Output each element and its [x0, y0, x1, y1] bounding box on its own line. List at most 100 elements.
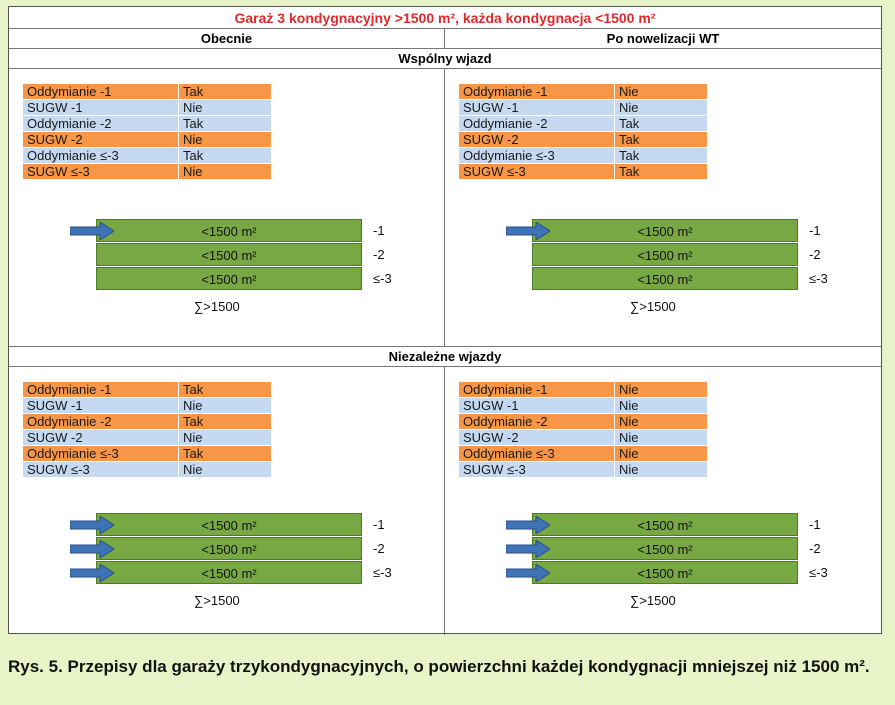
- rule-label: Oddymianie ≤-3: [458, 147, 615, 164]
- figure-caption: Rys. 5. Przepisy dla garaży trzykondygna…: [8, 657, 870, 676]
- floor-block: <1500 m²: [532, 243, 798, 266]
- rule-value: Nie: [614, 381, 708, 398]
- rule-label: SUGW -2: [22, 429, 179, 446]
- rule-value: Nie: [178, 163, 272, 180]
- rule-value: Nie: [614, 99, 708, 116]
- figure-frame: Garaż 3 kondygnacyjny >1500 m², każda ko…: [8, 6, 882, 635]
- rule-label: SUGW ≤-3: [22, 163, 179, 180]
- rule-value: Tak: [614, 131, 708, 148]
- rule-value: Tak: [178, 147, 272, 164]
- entry-arrow-icon: [506, 564, 550, 582]
- entry-arrow-icon: [70, 516, 114, 534]
- rule-label: Oddymianie ≤-3: [22, 445, 179, 462]
- total-area-label: ∑>1500: [194, 299, 240, 314]
- rule-label: Oddymianie -1: [22, 83, 179, 100]
- rule-label: SUGW -2: [22, 131, 179, 148]
- column-headers: Obecnie Po nowelizacji WT: [9, 29, 881, 49]
- rule-label: SUGW -1: [458, 397, 615, 414]
- floor-block: <1500 m²: [532, 513, 798, 536]
- rule-label: SUGW ≤-3: [458, 461, 615, 478]
- entry-arrow-icon: [506, 516, 550, 534]
- section-heading-independent-entries: Niezależne wjazdy: [9, 347, 881, 367]
- rule-label: SUGW -1: [22, 99, 179, 116]
- floor-block: <1500 m²: [96, 219, 362, 242]
- rule-value: Nie: [178, 429, 272, 446]
- floor-level-label: -1: [373, 223, 385, 238]
- floor-level-label: -1: [809, 223, 821, 238]
- rule-label: SUGW -1: [458, 99, 615, 116]
- floor-block: <1500 m²: [96, 537, 362, 560]
- rule-value: Nie: [178, 99, 272, 116]
- rule-label: Oddymianie -1: [22, 381, 179, 398]
- rule-label: Oddymianie -1: [458, 381, 615, 398]
- entry-arrow-icon: [70, 540, 114, 558]
- rule-value: Tak: [178, 381, 272, 398]
- floor-block: <1500 m²: [96, 267, 362, 290]
- rule-value: Tak: [614, 163, 708, 180]
- total-area-label: ∑>1500: [630, 593, 676, 608]
- floor-block: <1500 m²: [96, 243, 362, 266]
- column-header-current: Obecnie: [9, 29, 445, 48]
- rule-label: Oddymianie -1: [458, 83, 615, 100]
- floor-level-label: ≤-3: [809, 271, 828, 286]
- rule-label: SUGW -2: [458, 429, 615, 446]
- rule-value: Tak: [178, 413, 272, 430]
- rule-value: Tak: [178, 445, 272, 462]
- entry-arrow-icon: [506, 540, 550, 558]
- floor-level-label: ≤-3: [373, 565, 392, 580]
- rule-label: SUGW ≤-3: [458, 163, 615, 180]
- rule-value: Tak: [178, 115, 272, 132]
- rule-label: Oddymianie ≤-3: [22, 147, 179, 164]
- floor-level-label: -2: [373, 541, 385, 556]
- floor-block: <1500 m²: [532, 537, 798, 560]
- rule-label: SUGW -2: [458, 131, 615, 148]
- floor-block: <1500 m²: [96, 561, 362, 584]
- floor-level-label: -1: [373, 517, 385, 532]
- rule-value: Nie: [614, 83, 708, 100]
- rule-label: SUGW ≤-3: [22, 461, 179, 478]
- section-heading-shared-entry: Wspólny wjazd: [9, 49, 881, 69]
- rule-value: Nie: [614, 413, 708, 430]
- entry-arrow-icon: [506, 222, 550, 240]
- rule-value: Tak: [178, 83, 272, 100]
- rule-label: Oddymianie -2: [22, 413, 179, 430]
- rule-value: Nie: [614, 445, 708, 462]
- rule-value: Tak: [614, 115, 708, 132]
- rule-value: Tak: [614, 147, 708, 164]
- floor-level-label: -2: [809, 541, 821, 556]
- rule-value: Nie: [614, 461, 708, 478]
- rule-label: Oddymianie -2: [458, 115, 615, 132]
- rule-label: Oddymianie -2: [458, 413, 615, 430]
- column-header-after-amendment: Po nowelizacji WT: [606, 31, 720, 46]
- rule-label: Oddymianie ≤-3: [458, 445, 615, 462]
- rule-label: Oddymianie -2: [22, 115, 179, 132]
- rule-value: Nie: [178, 461, 272, 478]
- rule-value: Nie: [614, 429, 708, 446]
